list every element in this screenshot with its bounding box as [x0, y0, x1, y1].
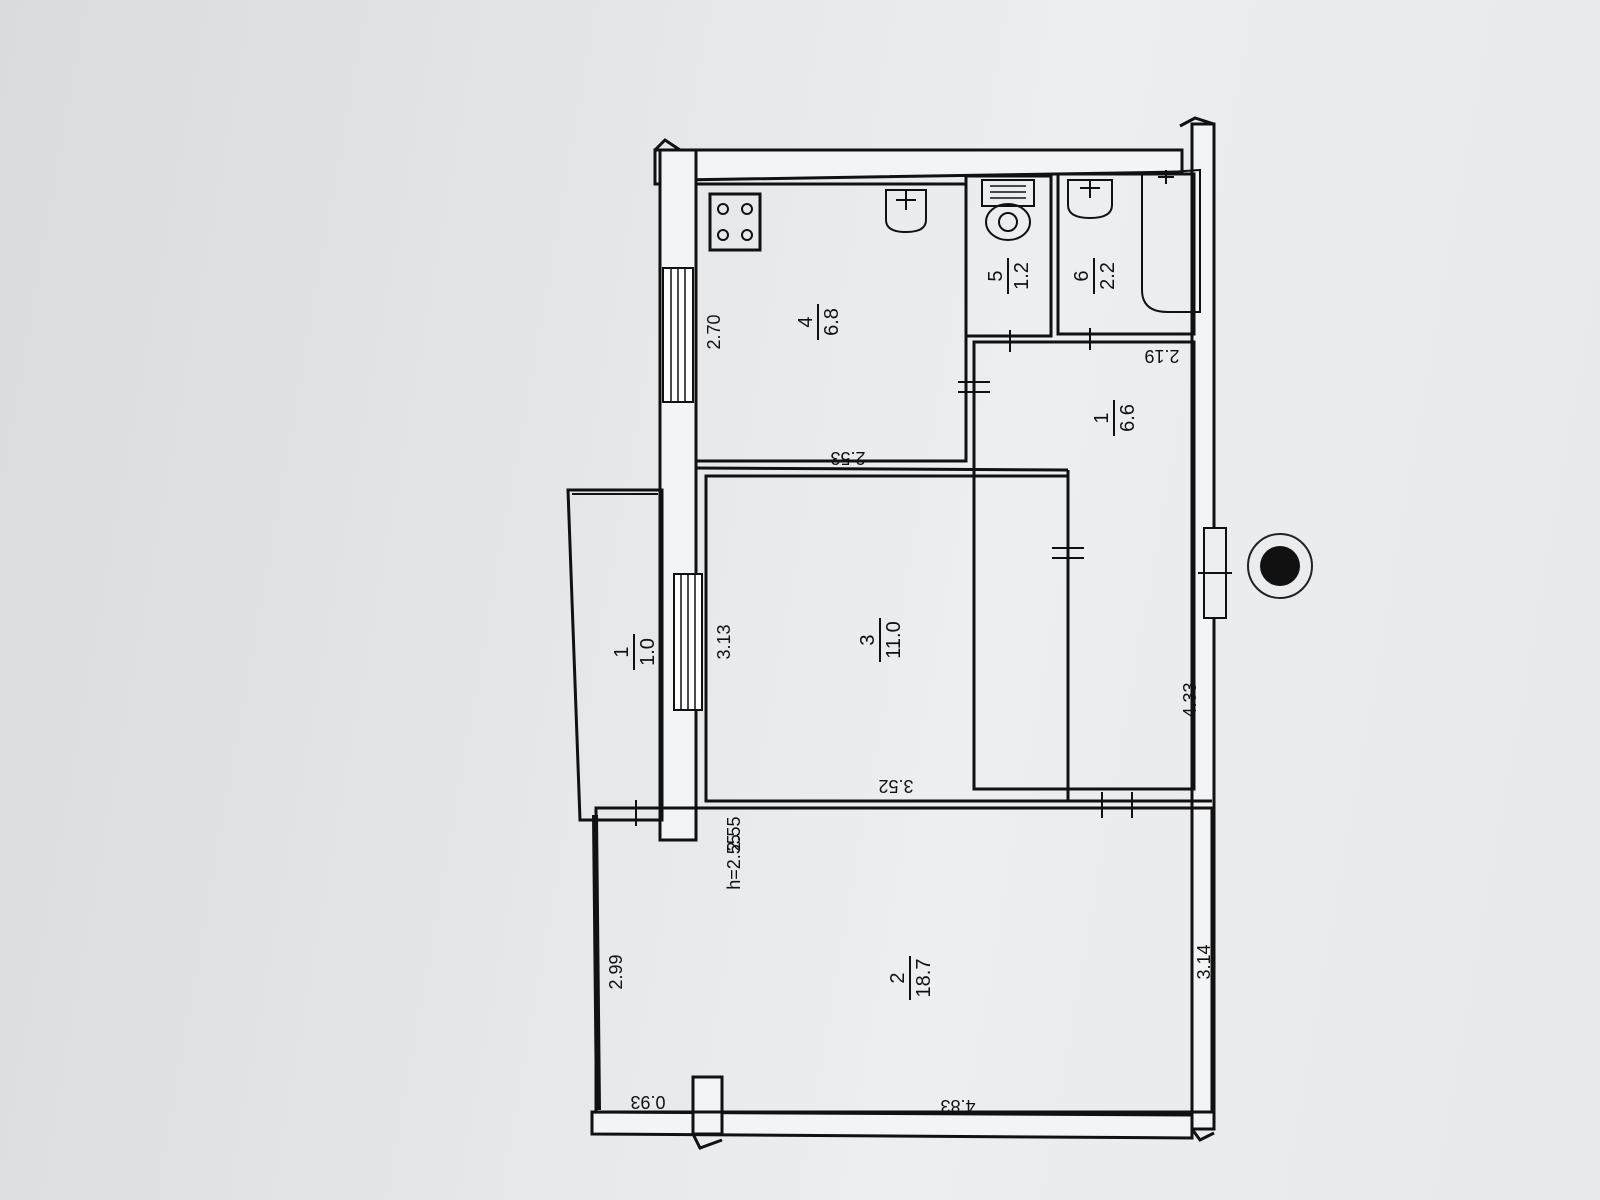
svg-text:6.8: 6.8	[821, 308, 843, 336]
svg-text:1: 1	[611, 646, 633, 657]
dim-label: 2.99	[606, 954, 626, 989]
room-6	[1056, 172, 1196, 336]
room-label-balcony: 1 1.0	[611, 634, 659, 670]
svg-text:6: 6	[1071, 270, 1093, 281]
dim-label: 2.53	[830, 448, 865, 468]
dim-label: 4.83	[940, 1096, 975, 1116]
dim-label: 2.70	[704, 314, 724, 349]
room-2-living	[594, 806, 1214, 1114]
room-label-4: 4 6.8	[795, 304, 843, 340]
stove-icon	[708, 192, 762, 252]
window-room3	[673, 573, 703, 711]
svg-text:4: 4	[795, 316, 817, 327]
svg-text:1.0: 1.0	[637, 638, 659, 666]
balcony	[566, 488, 664, 822]
dim-label: 2.55	[724, 816, 744, 851]
svg-text:18.7: 18.7	[913, 959, 935, 998]
dim-label: 2.19	[1144, 346, 1179, 366]
svg-text:5: 5	[985, 270, 1007, 281]
room-label-2: 2 18.7	[887, 956, 935, 1000]
dim-label: 3.13	[714, 624, 734, 659]
room-1-hall	[972, 340, 1196, 791]
ceiling-height-label: h=2.55	[724, 834, 744, 890]
dim-label: 4.33	[1180, 682, 1200, 717]
svg-text:2.2: 2.2	[1097, 262, 1119, 290]
door-marks	[635, 328, 1232, 826]
kitchen-sink-icon	[885, 189, 927, 234]
dim-label: 0.93	[630, 1092, 665, 1112]
svg-text:2: 2	[887, 972, 909, 983]
bathroom-sink-icon	[1067, 179, 1113, 220]
svg-text:3: 3	[857, 634, 879, 645]
svg-text:11.0: 11.0	[883, 621, 905, 658]
room-label-5: 5 1.2	[985, 258, 1033, 294]
room-label-1-hall: 1 6.6	[1091, 400, 1139, 436]
dim-label: 3.52	[878, 776, 913, 796]
outer-walls	[590, 116, 1216, 1150]
room-label-6: 6 2.2	[1071, 258, 1119, 294]
toilet-icon	[981, 179, 1035, 241]
dim-label: 3.14	[1194, 944, 1214, 979]
room-label-3: 3 11.0	[857, 618, 905, 662]
svg-text:6.6: 6.6	[1117, 404, 1139, 432]
window-kitchen	[662, 267, 694, 403]
svg-text:1.2: 1.2	[1011, 262, 1033, 290]
stamp-icon	[1247, 533, 1313, 599]
inner-walls	[695, 336, 1212, 803]
svg-text:1: 1	[1091, 412, 1113, 423]
room-5	[964, 174, 1053, 338]
bathtub-icon	[1141, 168, 1201, 313]
